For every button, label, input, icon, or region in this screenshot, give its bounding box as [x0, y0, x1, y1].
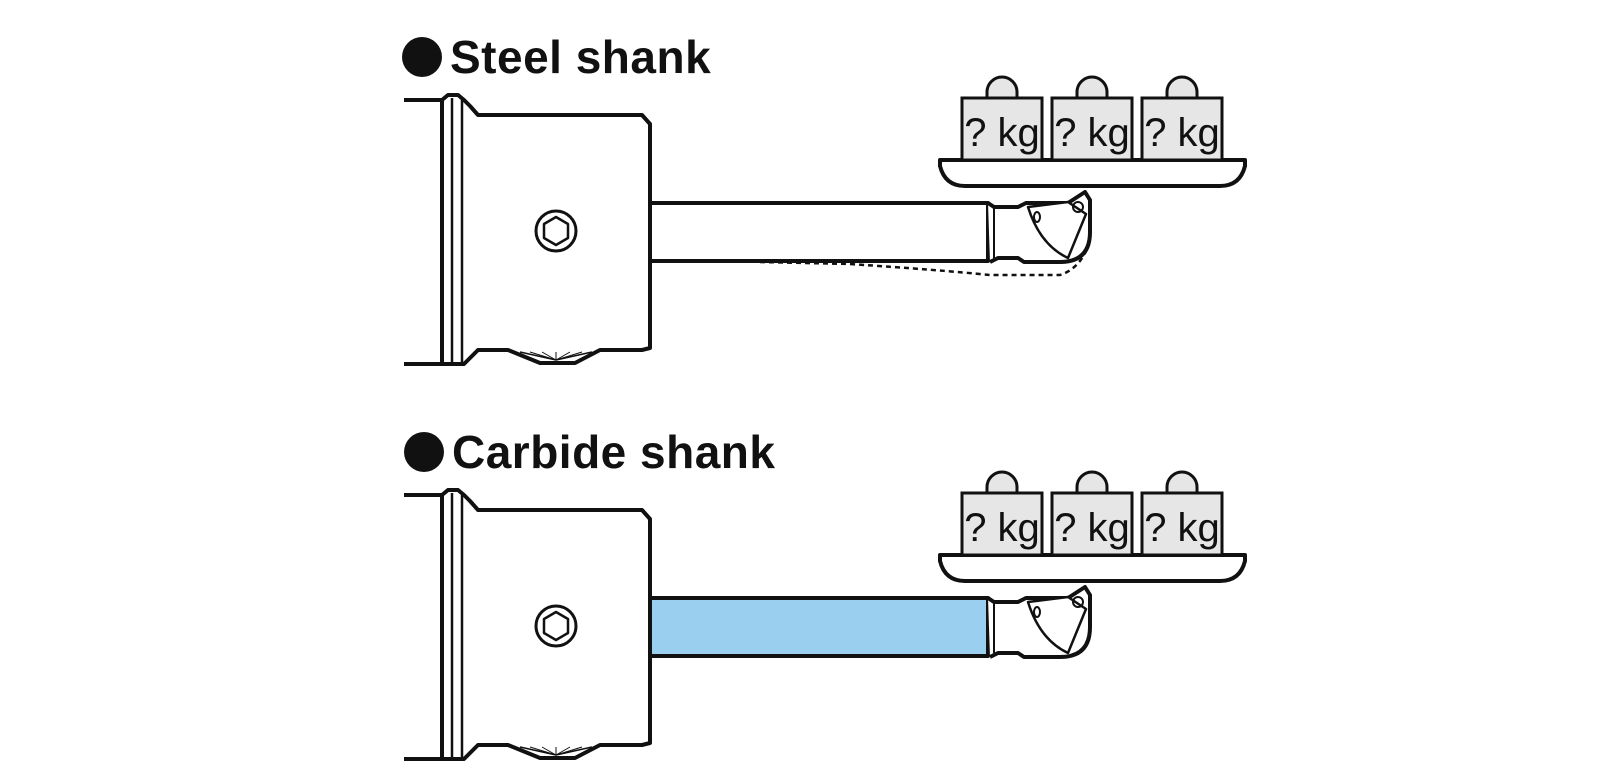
weight-3: ? kg [1140, 75, 1224, 162]
weights-group: ? kg ? kg ? kg [960, 470, 1224, 557]
cone-hatch-icon [529, 746, 583, 756]
weight-2: ? kg [1050, 470, 1134, 557]
weights-group: ? kg ? kg ? kg [960, 75, 1224, 162]
carbide-shank-heading: Carbide shank [404, 425, 776, 479]
cone-hatch-icon [529, 351, 583, 361]
deflection-line [759, 239, 1092, 277]
weight-2: ? kg [1050, 75, 1134, 162]
steel-shank-title: Steel shank [450, 31, 712, 83]
bullet-icon [402, 37, 442, 77]
steel-shank-bar [648, 201, 990, 263]
weight-1: ? kg [960, 75, 1044, 162]
weight-3: ? kg [1140, 470, 1224, 557]
steel-shank-heading: Steel shank [402, 30, 711, 84]
carbide-shank-panel: Carbide shank ? [0, 395, 1600, 783]
steel-shank-panel: Steel shank [0, 0, 1600, 390]
weight-label: ? kg [1054, 506, 1130, 550]
weight-label: ? kg [964, 506, 1040, 550]
weight-1: ? kg [960, 470, 1044, 557]
weight-label: ? kg [1054, 111, 1130, 155]
carbide-shank-diagram: ? kg ? kg ? kg [404, 470, 1247, 761]
screw-icon [534, 209, 578, 253]
carbide-shank-bar [648, 596, 990, 658]
weight-label: ? kg [1144, 506, 1220, 550]
weight-tray [938, 158, 1247, 188]
carbide-shank-title: Carbide shank [452, 426, 776, 478]
weight-tray [938, 553, 1247, 583]
insert-icon [1026, 595, 1088, 655]
weight-label: ? kg [964, 111, 1040, 155]
bullet-icon [404, 432, 444, 472]
screw-icon [534, 604, 578, 648]
steel-shank-diagram: ? kg ? kg ? kg [404, 75, 1247, 366]
weight-label: ? kg [1144, 111, 1220, 155]
insert-icon [1026, 200, 1088, 260]
